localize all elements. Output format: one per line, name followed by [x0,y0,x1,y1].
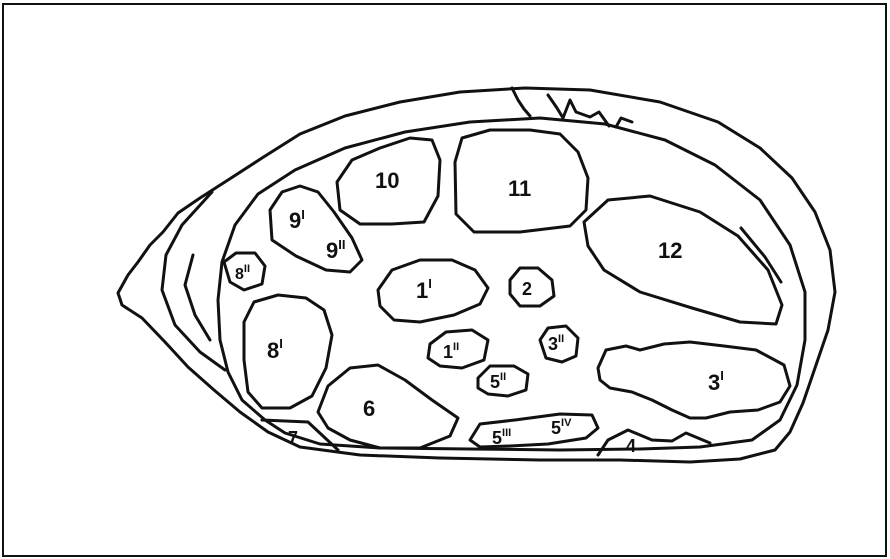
region-5cd [470,414,598,447]
region-1a [378,260,488,322]
label-9a: 9I [289,207,305,233]
label-6: 6 [363,396,375,421]
wedge-line-outer [162,192,225,370]
label-9b: 9II [326,237,345,263]
label-3b: 3II [548,333,564,354]
label-10: 10 [375,168,399,193]
top-notch-left [512,88,530,116]
label-1b: 1II [443,341,459,362]
region-9 [270,186,362,272]
label-12: 12 [658,238,682,263]
wedge-line-inner [185,255,210,340]
region-6 [318,365,458,448]
label-8b: 8II [235,263,250,283]
right-groove-line [741,228,781,282]
label-1a: 1I [416,276,432,303]
label-4: 4 [626,436,636,456]
partition-4 [598,430,710,455]
label-11: 11 [508,176,531,201]
label-7: 7 [288,428,298,448]
label-5d: 5IV [551,417,572,438]
top-notch-right [616,118,632,127]
region-3a [598,342,790,418]
label-3a: 3I [708,368,724,395]
label-5b: 5II [490,371,506,392]
label-8a: 8I [267,336,283,363]
region-8a [244,295,332,408]
figure-frame [3,4,886,556]
region-12 [584,196,782,324]
label-2: 2 [522,279,532,299]
outer-outline [118,88,835,462]
